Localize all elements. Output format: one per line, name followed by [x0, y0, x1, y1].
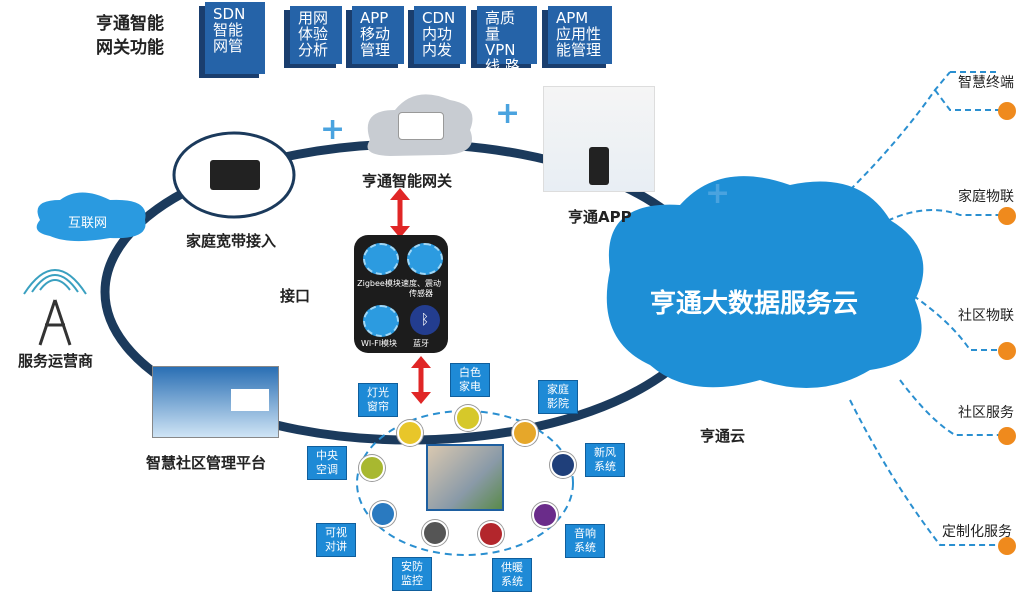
light-icon — [397, 420, 423, 446]
home-item-label: 可视对讲 — [316, 523, 356, 557]
service-smart-terminal: 智慧终端 — [958, 75, 1014, 91]
air-conditioner-icon — [359, 455, 385, 481]
home-ring — [356, 410, 574, 556]
feature-app: APP 移动 管理 — [352, 6, 404, 64]
internet-label: 互联网 — [68, 216, 108, 231]
feature-experience: 用网 体验 分析 — [290, 6, 342, 64]
appliance-icon — [455, 405, 481, 431]
microphone-icon — [370, 501, 396, 527]
feature-sdn: SDN 智能 网管 — [205, 2, 265, 74]
feature-apm: APM 应用性 能管理 — [548, 6, 612, 64]
bluetooth-label: 蓝牙 — [413, 339, 429, 348]
camera-icon — [422, 520, 448, 546]
operator-label: 服务运营商 — [18, 352, 94, 370]
app-image — [543, 86, 655, 192]
platform-screenshot — [152, 366, 279, 438]
house-image — [426, 444, 504, 511]
home-item-label: 音响系统 — [565, 524, 605, 558]
app-label: 亨通APP — [568, 208, 632, 226]
tower-icon — [38, 299, 72, 346]
plus-icon: + — [705, 176, 731, 211]
internet-cloud — [36, 192, 146, 242]
service-home-iot: 家庭物联 — [958, 189, 1014, 205]
service-dot — [998, 537, 1016, 555]
service-community-iot: 社区物联 — [958, 308, 1014, 324]
big-cloud — [606, 176, 924, 388]
wifi-icon — [363, 305, 399, 337]
module-panel: Zigbee模块 速度、震动传感器 ᛒ WI-FI模块 蓝牙 — [354, 235, 448, 353]
broadband-label: 家庭宽带接入 — [186, 232, 277, 250]
service-custom: 定制化服务 — [942, 524, 1012, 540]
home-item-label: 中央空调 — [307, 446, 347, 480]
service-dot — [998, 342, 1016, 360]
platform-label: 智慧社区管理平台 — [146, 454, 267, 472]
gateway-label: 亨通智能网关 — [362, 172, 453, 190]
plus-icon: + — [495, 96, 521, 131]
router-icon — [398, 112, 444, 140]
home-item-label: 白色家电 — [450, 363, 490, 397]
service-community-service: 社区服务 — [958, 405, 1014, 421]
interface-label: 接口 — [280, 287, 311, 305]
bluetooth-icon: ᛒ — [410, 305, 440, 335]
home-item-label: 灯光窗帘 — [358, 383, 398, 417]
zigbee-icon — [363, 243, 399, 275]
service-dot — [998, 427, 1016, 445]
plus-icon: + — [320, 112, 346, 147]
cloud-title: 亨通大数据服务云 — [650, 289, 859, 319]
sensor-label: 速度、震动传感器 — [401, 279, 441, 298]
speaker-icon — [532, 502, 558, 528]
service-dot — [998, 207, 1016, 225]
service-dot — [998, 102, 1016, 120]
home-item-label: 新风系统 — [585, 443, 625, 477]
wifi-label: WI-FI模块 — [360, 339, 398, 348]
sensor-icon — [407, 243, 443, 275]
home-item-label: 家庭影院 — [538, 380, 578, 414]
feature-cdn: CDN 内功 内发 — [414, 6, 466, 64]
phone-icon — [589, 147, 609, 185]
home-item-label: 供暖系统 — [492, 558, 532, 592]
zigbee-label: Zigbee模块 — [357, 279, 401, 288]
login-box — [231, 389, 269, 411]
theater-icon — [512, 420, 538, 446]
cloud-label: 亨通云 — [700, 427, 746, 445]
fresh-air-icon — [550, 452, 576, 478]
modem-icon — [210, 160, 260, 190]
thermometer-icon — [478, 521, 504, 547]
home-item-label: 安防监控 — [392, 557, 432, 591]
gateway-features-title: 亨通智能网关功能 — [96, 14, 164, 58]
feature-vpn: 高质量 VPN线 路 — [477, 6, 537, 74]
